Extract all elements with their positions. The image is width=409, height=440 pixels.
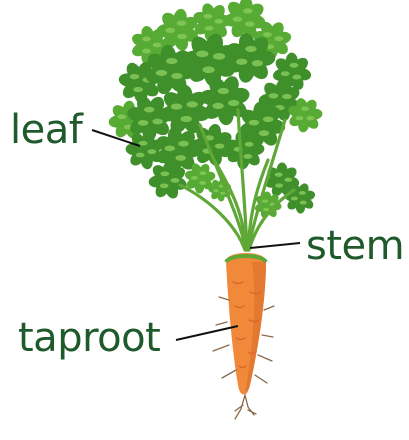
leaf-highlight xyxy=(196,51,208,58)
leaf-highlight xyxy=(171,73,182,79)
leaf-highlight xyxy=(236,59,247,65)
leaf-highlight xyxy=(301,107,309,111)
leaf-highlight xyxy=(136,153,145,158)
label-stem: stem xyxy=(306,226,404,266)
root-hair xyxy=(222,370,236,378)
leaf-highlight xyxy=(199,181,206,185)
leaf-highlight xyxy=(290,63,299,68)
leaf-highlight xyxy=(274,36,283,41)
label-taproot: taproot xyxy=(18,318,160,358)
leaf-highlight xyxy=(263,116,274,122)
leaf-highlight xyxy=(220,192,225,195)
leaf-highlight xyxy=(212,103,223,109)
leaf-highlight xyxy=(296,116,304,120)
leaf-highlight xyxy=(275,183,283,187)
leaf-highlight xyxy=(213,189,218,192)
leaf-highlight xyxy=(306,116,314,120)
leaf-highlight xyxy=(215,144,225,149)
leaf-highlight xyxy=(142,49,151,54)
root-hair xyxy=(255,375,267,383)
leaf-highlight xyxy=(177,34,187,39)
leaf-highlight xyxy=(199,171,206,175)
leaf-highlight xyxy=(130,74,140,79)
leaf-highlight xyxy=(263,32,272,37)
leaf-highlight xyxy=(144,107,155,113)
leaf-highlight xyxy=(165,28,175,33)
leaf-highlight xyxy=(156,70,167,76)
leaf-highlight xyxy=(181,116,192,122)
leaf-highlight xyxy=(215,19,224,24)
leaf-highlight xyxy=(275,173,283,177)
leaf-highlight xyxy=(175,155,186,161)
leaf-highlight xyxy=(138,120,149,126)
leaf-highlight xyxy=(160,171,169,176)
stem-leader-line xyxy=(250,243,300,248)
carrot-foliage xyxy=(108,0,323,219)
leaf-highlight xyxy=(147,149,156,154)
leaf-highlight xyxy=(171,178,180,183)
leaf-highlight xyxy=(213,53,225,60)
leaf-highlight xyxy=(281,71,290,76)
leaf-highlight xyxy=(153,43,162,48)
leaf-highlight xyxy=(245,142,254,147)
leaf-highlight xyxy=(252,60,263,66)
leaf-highlight xyxy=(160,183,169,188)
leaf-highlight xyxy=(243,8,253,13)
leaf-highlight xyxy=(228,100,239,106)
leaf-highlight xyxy=(233,16,243,21)
root-hair xyxy=(258,355,272,361)
label-leaf: leaf xyxy=(10,110,82,150)
leaf-highlight xyxy=(299,191,306,195)
leaf-highlight xyxy=(282,94,292,99)
leaf-highlight xyxy=(249,120,260,126)
taproot-leader-line xyxy=(176,326,238,340)
leaf-highlight xyxy=(171,103,182,109)
leaf-highlight xyxy=(245,46,256,52)
leaf-highlight xyxy=(205,26,214,31)
leaf-highlight xyxy=(133,87,143,92)
leaf-highlight xyxy=(177,21,187,26)
leaf-highlight xyxy=(202,66,214,73)
leaf-highlight xyxy=(259,130,270,136)
leaf-highlight xyxy=(262,199,268,202)
leaf-highlight xyxy=(152,119,163,125)
leaf-highlight xyxy=(284,178,292,182)
leaf-highlight xyxy=(178,141,189,147)
leaf-highlight xyxy=(218,88,229,94)
leaf-highlight xyxy=(166,58,177,64)
leaf-highlight xyxy=(164,145,175,151)
root-hair xyxy=(264,306,274,310)
leaf-highlight xyxy=(300,201,307,205)
leaf-highlight xyxy=(186,101,197,107)
leaf-highlight xyxy=(243,154,252,159)
root-hair xyxy=(216,322,227,325)
leaf-highlight xyxy=(291,197,298,201)
leaf-highlight xyxy=(191,176,198,180)
leaf-highlight xyxy=(292,75,301,80)
root-hair xyxy=(213,345,229,351)
root-hair xyxy=(219,297,229,300)
leaf-highlight xyxy=(142,37,151,42)
root-hair xyxy=(262,335,273,337)
leaf-highlight xyxy=(204,14,213,19)
leaf-highlight xyxy=(117,114,126,119)
carrot-taproot xyxy=(213,253,274,419)
leaf-highlight xyxy=(245,21,255,26)
leaf-highlight xyxy=(269,93,279,98)
